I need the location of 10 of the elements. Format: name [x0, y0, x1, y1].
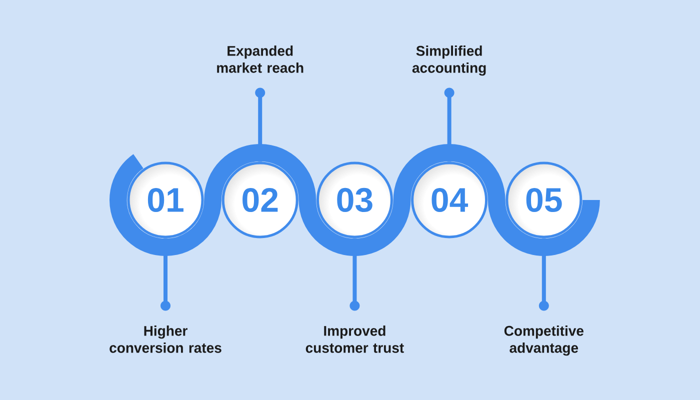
callout-text: Higher conversion rates	[110, 326, 222, 353]
leader-line	[350, 238, 360, 311]
callout-text: Simplified accounting	[412, 46, 486, 76]
leader-line	[538, 238, 549, 311]
leader-line	[160, 238, 170, 311]
leader-line	[255, 88, 266, 162]
callout-text: Improved customer trust	[306, 326, 404, 353]
callout-text: Expanded market reach	[217, 46, 304, 73]
leader-line	[444, 88, 454, 162]
callout-text: Competitive advantage	[504, 326, 584, 356]
